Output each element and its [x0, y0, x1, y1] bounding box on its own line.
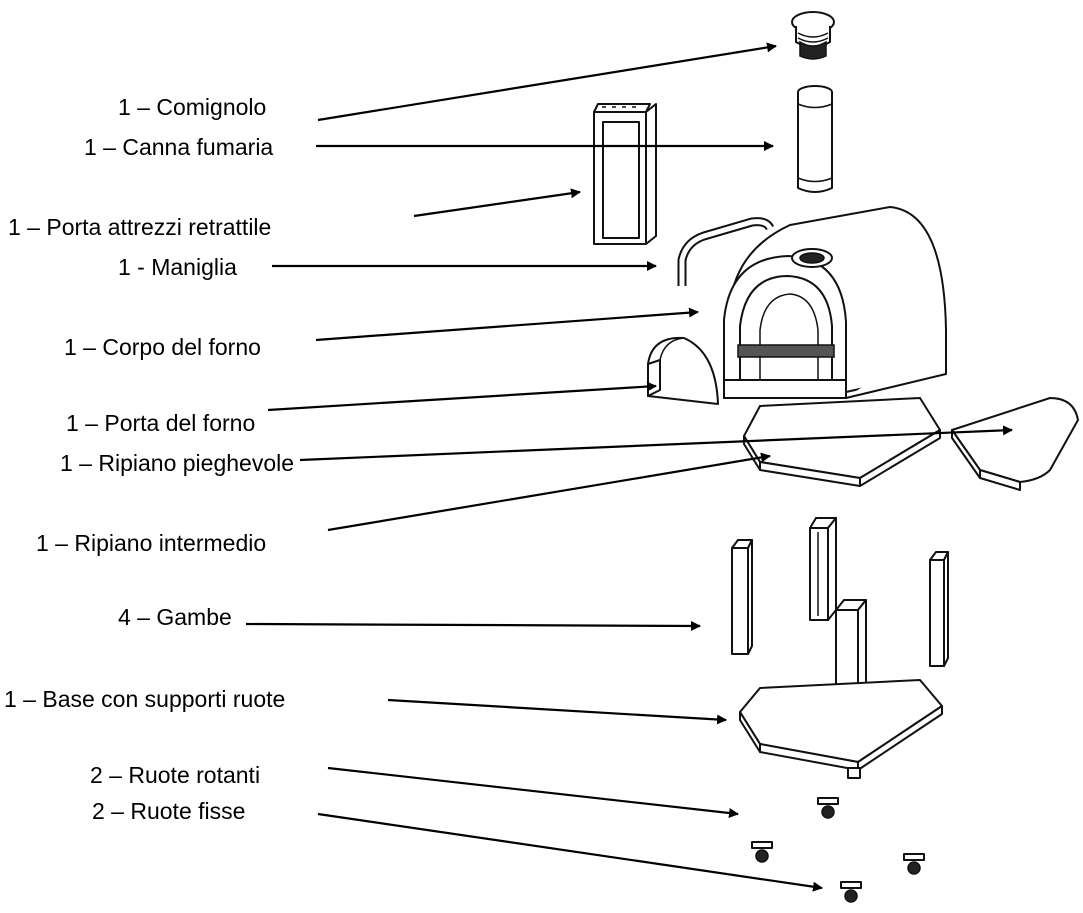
arrow-gambe: [245, 620, 701, 631]
label-comignolo: 1 – Comignolo: [118, 94, 267, 120]
fixed-wheels-part: [840, 853, 925, 903]
label-maniglia: 1 - Maniglia: [118, 254, 237, 280]
tool-holder-part: [593, 103, 657, 245]
arrow-ruote-rotanti: [327, 766, 739, 818]
base-part: [739, 679, 943, 779]
leader-arrows: [245, 42, 1013, 892]
arrow-ripiano-pieghevole: [299, 425, 1013, 462]
handle-part: [677, 217, 775, 286]
arrow-comignolo: [317, 42, 777, 122]
arrow-base: [387, 698, 727, 725]
label-corpo-forno: 1 – Corpo del forno: [64, 334, 261, 360]
arrow-porta-forno: [267, 381, 657, 412]
oven-body-part: [723, 206, 947, 399]
label-base: 1 – Base con supporti ruote: [4, 686, 286, 712]
label-ruote-rotanti: 2 – Ruote rotanti: [90, 762, 261, 788]
label-ruote-fisse: 2 – Ruote fisse: [92, 798, 246, 824]
label-canna-fumaria: 1 – Canna fumaria: [84, 134, 274, 160]
flue-pipe-part: [797, 85, 833, 193]
folding-shelf-part: [951, 397, 1079, 491]
chimney-cap-part: [791, 11, 835, 60]
arrow-ruote-fisse: [317, 812, 823, 892]
label-porta-forno: 1 – Porta del forno: [66, 410, 256, 436]
oven-door-part: [647, 336, 719, 405]
label-gambe: 4 – Gambe: [118, 604, 232, 630]
arrow-corpo-forno: [315, 307, 699, 342]
middle-shelf-part: [743, 397, 941, 487]
arrow-ripiano-intermedio: [327, 452, 771, 532]
label-porta-attrezzi: 1 – Porta attrezzi retrattile: [8, 214, 272, 240]
swivel-wheels-part: [751, 797, 839, 863]
arrow-porta-attrezzi: [413, 188, 581, 218]
label-ripiano-intermedio: 1 – Ripiano intermedio: [36, 530, 267, 556]
label-ripiano-pieghevole: 1 – Ripiano pieghevole: [60, 450, 295, 476]
